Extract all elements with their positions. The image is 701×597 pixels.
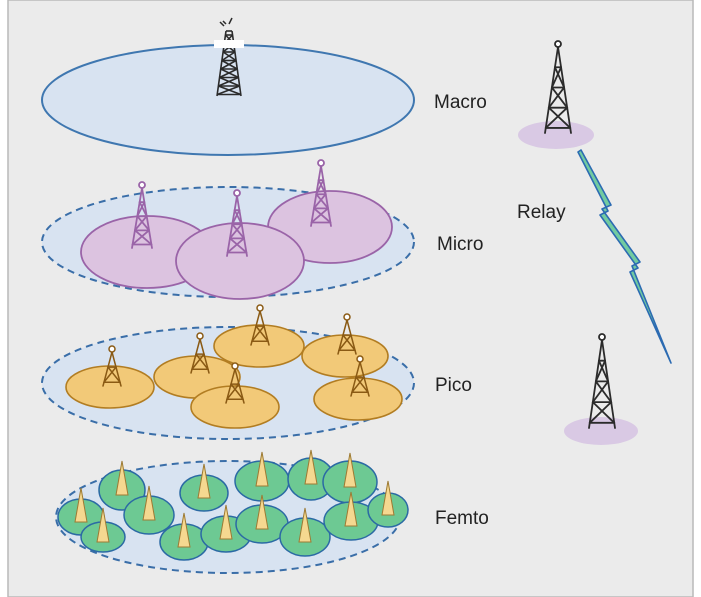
micro-tower-icon (131, 181, 153, 249)
label-femto: Femto (435, 508, 489, 529)
femto-antenna-icon (219, 504, 233, 540)
femto-antenna-icon (344, 491, 358, 527)
label-pico: Pico (435, 375, 472, 396)
pico-tower-icon (102, 345, 122, 387)
relay-bottom-tower-icon (588, 333, 616, 429)
pico-cell (65, 365, 155, 409)
femto-antenna-icon (74, 487, 88, 523)
macro-layer (41, 17, 415, 156)
micro-layer (41, 159, 415, 300)
lightning-bolt-icon (577, 149, 672, 364)
micro-tower-icon (226, 189, 248, 257)
relay-bottom-pad (564, 417, 638, 445)
pico-cell (313, 377, 403, 421)
femto-antenna-icon (255, 494, 269, 530)
femto-antenna-icon (115, 460, 129, 496)
relay-group (518, 40, 672, 445)
pico-tower-icon (190, 332, 210, 374)
femto-antenna-icon (304, 449, 318, 485)
femto-antenna-icon (343, 452, 357, 488)
femto-antenna-icon (255, 451, 269, 487)
relay-top-pad (518, 121, 594, 149)
pico-cell (190, 385, 280, 429)
relay-top-tower-icon (544, 40, 572, 134)
femto-antenna-icon (381, 480, 395, 516)
relay-top-lattice (544, 40, 572, 134)
pico-layer (41, 304, 415, 440)
femto-antenna-icon (96, 507, 110, 543)
pico-tower-icon (225, 362, 245, 404)
macro-tower-icon (214, 17, 244, 97)
micro-tower-icon (310, 159, 332, 227)
pico-tower-icon (337, 313, 357, 355)
femto-antenna-icon (142, 485, 156, 521)
macro-coverage (41, 44, 415, 156)
label-relay: Relay (517, 202, 566, 223)
relay-bottom-lattice (588, 333, 616, 429)
pico-tower-icon (350, 355, 370, 397)
femto-antenna-icon (197, 463, 211, 499)
femto-antenna-icon (298, 507, 312, 543)
pico-cell (213, 324, 305, 368)
micro-cell (175, 222, 305, 300)
label-micro: Micro (437, 234, 483, 255)
pico-cell (301, 334, 389, 378)
pico-tower-icon (250, 304, 270, 346)
femto-layer (55, 449, 409, 574)
label-macro: Macro (434, 92, 487, 113)
femto-antenna-icon (177, 512, 191, 548)
